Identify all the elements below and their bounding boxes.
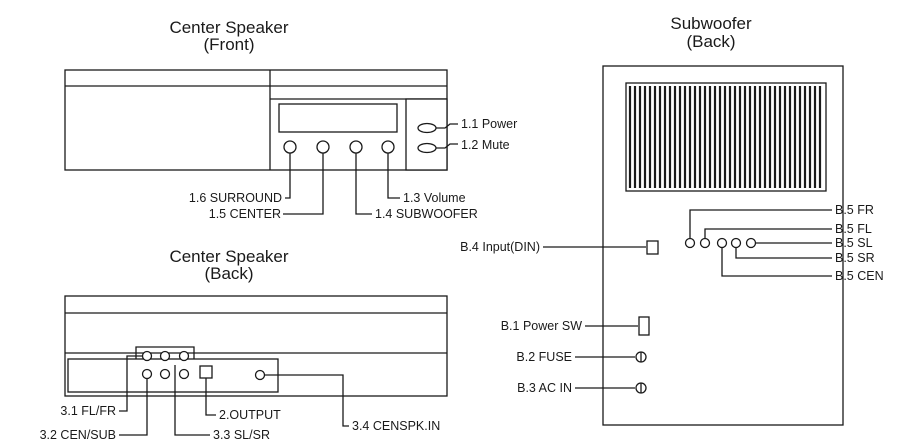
fr-leader — [689, 209, 832, 238]
cen-sub-jack — [141, 368, 153, 380]
back-title-line2: (Back) — [204, 264, 253, 283]
center-leader — [283, 153, 324, 215]
center-speaker-back: Center Speaker (Back) 3.1 FL/FR 3.2 CEN/… — [40, 247, 448, 442]
censpk-in-jack — [254, 369, 266, 381]
sr-jack — [730, 237, 742, 249]
mute-leader — [436, 143, 458, 149]
power-switch — [638, 316, 650, 336]
subwoofer-label: 1.4 SUBWOOFER — [375, 207, 478, 221]
sub-title-line1: Subwoofer — [670, 14, 752, 33]
sub-title-line2: (Back) — [686, 32, 735, 51]
sub-fuse-label: B.2 FUSE — [516, 350, 572, 364]
sub-fl-label: B.5 FL — [835, 222, 872, 236]
sub-input-din-label: B.4 Input(DIN) — [460, 240, 540, 254]
sl-sr-label: 3.3 SL/SR — [213, 428, 270, 442]
back-title-line1: Center Speaker — [169, 247, 288, 266]
front-button-panel — [405, 98, 448, 171]
din-input-port — [646, 240, 659, 255]
sl-jack — [159, 350, 171, 362]
sub-ac-in-label: B.3 AC IN — [517, 381, 572, 395]
cen-jack — [716, 237, 728, 249]
sub-sl-label: B.5 SL — [835, 236, 873, 250]
center-speaker-front: Center Speaker (Front) 1.1 Power 1.2 Mut… — [64, 18, 517, 221]
volume-knob — [381, 140, 395, 154]
fr-jack — [684, 237, 696, 249]
volume-leader — [387, 153, 400, 199]
mute-label: 1.2 Mute — [461, 138, 510, 152]
subwoofer-leader — [355, 153, 372, 215]
aux-jack-top — [178, 350, 190, 362]
sl-sr-leader — [174, 365, 210, 436]
sub-power-sw-label: B.1 Power SW — [501, 319, 582, 333]
center-label: 1.5 CENTER — [209, 207, 281, 221]
sl-jack — [745, 237, 757, 249]
cen-leader — [721, 248, 832, 277]
fl-fr-label: 3.1 FL/FR — [60, 404, 116, 418]
aux-jack-bottom — [178, 368, 190, 380]
output-leader — [205, 378, 216, 416]
mute-button — [417, 142, 437, 154]
surround-label: 1.6 SURROUND — [189, 191, 282, 205]
cen-sub-label: 3.2 CEN/SUB — [40, 428, 116, 442]
cen-sub-leader — [119, 379, 148, 436]
fl-fr-leader — [119, 355, 142, 412]
back-connector-plate — [67, 358, 279, 393]
output-port — [199, 365, 213, 379]
front-display-window — [278, 103, 398, 133]
back-plate-bracket — [135, 346, 195, 359]
censpk-in-leader — [265, 374, 349, 427]
sub-sr-label: B.5 SR — [835, 251, 875, 265]
subwoofer-knob — [349, 140, 363, 154]
output-label: 2.OUTPUT — [219, 408, 281, 422]
sr-leader — [735, 248, 832, 259]
fl-leader — [704, 228, 832, 238]
surround-leader — [285, 153, 291, 199]
power-label: 1.1 Power — [461, 117, 517, 131]
power-leader — [436, 123, 458, 129]
sub-fr-label: B.5 FR — [835, 203, 874, 217]
power-button — [417, 122, 437, 134]
center-knob — [316, 140, 330, 154]
subwoofer-back: Subwoofer (Back) B.5 FR B.5 FL B.5 SL B. — [460, 14, 884, 426]
sr-jack — [159, 368, 171, 380]
vent-slats — [628, 86, 822, 188]
front-title-line1: Center Speaker — [169, 18, 288, 37]
surround-knob — [283, 140, 297, 154]
sub-cen-label: B.5 CEN — [835, 269, 884, 283]
front-title-line2: (Front) — [204, 35, 255, 54]
fl-fr-jack — [141, 350, 153, 362]
fl-jack — [699, 237, 711, 249]
censpk-in-label: 3.4 CENSPK.IN — [352, 419, 440, 433]
volume-label: 1.3 Volume — [403, 191, 466, 205]
